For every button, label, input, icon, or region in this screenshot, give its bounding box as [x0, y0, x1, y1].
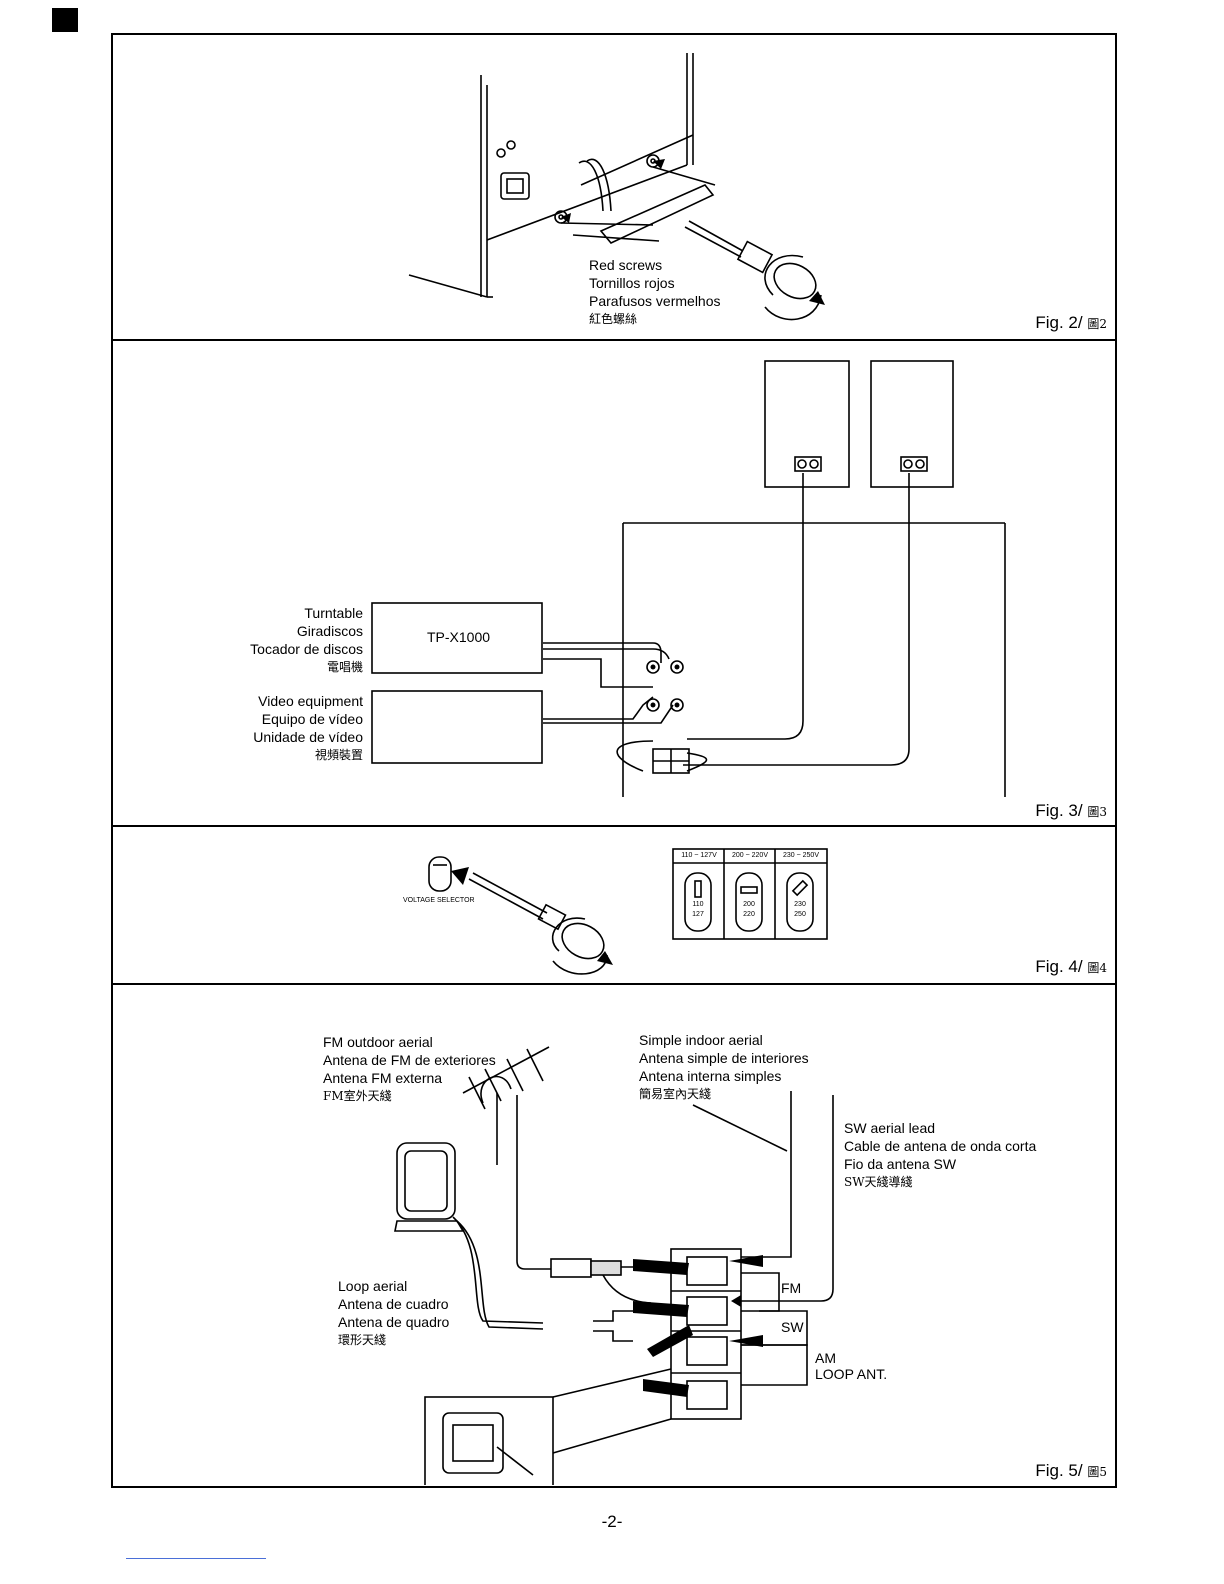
- dial-2-top: 200: [743, 901, 755, 908]
- fig3-illustration: [371, 360, 1006, 797]
- video-en: Video equipment: [258, 693, 363, 709]
- fig5-illustration: [394, 1046, 834, 1485]
- range-3: 230 ~ 250V: [782, 852, 819, 859]
- fig5-caption-cjk: 圖5: [1087, 1465, 1107, 1479]
- video-cjk: 視頻裝置: [314, 748, 363, 762]
- sw-lead-label: SW aerial lead Cable de antena de onda c…: [844, 1119, 1036, 1191]
- sw-lead-cjk: SW天綫導綫: [844, 1175, 913, 1189]
- turntable-model: TP-X1000: [427, 629, 491, 645]
- fig2-illustration: [408, 53, 825, 321]
- fig5-caption: Fig. 5/ 圖5: [1035, 1461, 1107, 1481]
- fig2-label-es: Tornillos rojos: [589, 275, 675, 291]
- terminal-fm: FM: [781, 1280, 802, 1296]
- fm-outdoor-en: FM outdoor aerial: [323, 1034, 433, 1050]
- turntable-es: Giradiscos: [296, 623, 363, 639]
- fm-outdoor-pt: Antena FM externa: [323, 1070, 443, 1086]
- fig3-caption-text: Fig. 3/: [1035, 801, 1083, 820]
- fig5-panel: FM outdoor aerial Antena de FM de exteri…: [113, 985, 1115, 1488]
- loop-en: Loop aerial: [338, 1278, 408, 1294]
- voltage-selector-label: VOLTAGE SELECTOR: [403, 897, 475, 904]
- dial-3-bottom: 250: [794, 911, 806, 918]
- fig2-caption: Fig. 2/ 圖2: [1035, 313, 1107, 333]
- loop-pt: Antena de quadro: [338, 1314, 450, 1330]
- fig4-caption: Fig. 4/ 圖4: [1035, 957, 1107, 977]
- turntable-cjk: 電唱機: [326, 660, 363, 674]
- turntable-pt: Tocador de discos: [250, 641, 363, 657]
- fm-outdoor-label: FM outdoor aerial Antena de FM de exteri…: [323, 1033, 496, 1105]
- range-1: 110 ~ 127V: [681, 852, 717, 859]
- range-2: 200 ~ 220V: [731, 852, 768, 859]
- fm-outdoor-cjk: FM室外天綫: [323, 1089, 392, 1103]
- video-pt: Unidade de vídeo: [253, 729, 363, 745]
- fig2-caption-cjk: 圖2: [1087, 317, 1107, 331]
- figure-frame: Red screws Tornillos rojos Parafusos ver…: [111, 33, 1117, 1488]
- dial-2-bottom: 220: [743, 911, 755, 918]
- fig5-caption-text: Fig. 5/: [1035, 1461, 1083, 1480]
- fm-outdoor-es: Antena de FM de exteriores: [323, 1052, 496, 1068]
- fig2-label-cjk: 紅色螺絲: [589, 312, 638, 326]
- fig3-caption-cjk: 圖3: [1087, 805, 1107, 819]
- speaker-right: [870, 360, 954, 488]
- dial-3-top: 230: [794, 901, 806, 908]
- sw-lead-pt: Fio da antena SW: [844, 1156, 957, 1172]
- indoor-label: Simple indoor aerial Antena simple de in…: [639, 1031, 809, 1103]
- fig2-label: Red screws Tornillos rojos Parafusos ver…: [589, 256, 721, 328]
- loop-label: Loop aerial Antena de cuadro Antena de q…: [338, 1277, 449, 1349]
- dial-1-bottom: 127: [692, 911, 704, 918]
- dial-1-top: 110: [692, 901, 704, 908]
- fig2-panel: Red screws Tornillos rojos Parafusos ver…: [113, 35, 1115, 341]
- fig4-illustration: [428, 848, 828, 975]
- terminal-am: AM: [815, 1350, 836, 1366]
- video-es: Equipo de vídeo: [261, 711, 363, 727]
- fig3-video-label: Video equipment Equipo de vídeo Unidade …: [253, 692, 363, 764]
- fig3-turntable-label: Turntable Giradiscos Tocador de discos 電…: [250, 604, 363, 676]
- fig2-caption-text: Fig. 2/: [1035, 313, 1083, 332]
- loop-es: Antena de cuadro: [338, 1296, 449, 1312]
- fig2-label-pt: Parafusos vermelhos: [589, 293, 721, 309]
- terminal-loop: LOOP ANT.: [815, 1366, 888, 1382]
- fig4-caption-text: Fig. 4/: [1035, 957, 1083, 976]
- terminal-sw: SW: [781, 1319, 804, 1335]
- loop-cjk: 環形天綫: [338, 1333, 387, 1347]
- indoor-pt: Antena interna simples: [639, 1068, 782, 1084]
- fig4-caption-cjk: 圖4: [1087, 961, 1107, 975]
- sw-lead-en: SW aerial lead: [844, 1120, 936, 1136]
- indoor-es: Antena simple de interiores: [639, 1050, 809, 1066]
- indoor-cjk: 簡易室內天綫: [639, 1087, 712, 1101]
- fig2-label-en: Red screws: [589, 257, 663, 273]
- turntable-en: Turntable: [304, 605, 363, 621]
- fig3-caption: Fig. 3/ 圖3: [1035, 801, 1107, 821]
- sw-lead-es: Cable de antena de onda corta: [844, 1138, 1037, 1154]
- corner-mark: [52, 8, 78, 32]
- page-number: -2-: [601, 1512, 623, 1531]
- fig3-panel: Turntable Giradiscos Tocador de discos 電…: [113, 341, 1115, 827]
- fig4-panel: VOLTAGE SELECTOR 110 ~ 127V 200 ~ 220V 2…: [113, 827, 1115, 985]
- footer-divider: [126, 1558, 266, 1559]
- indoor-en: Simple indoor aerial: [639, 1032, 763, 1048]
- speaker-left: [764, 360, 850, 488]
